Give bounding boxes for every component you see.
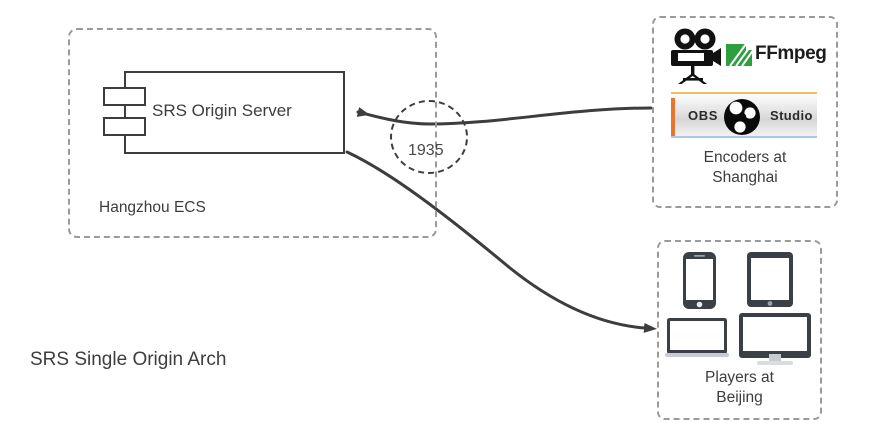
ffmpeg-logo: FFmpeg bbox=[724, 38, 827, 70]
diagram-title: SRS Single Origin Arch bbox=[30, 349, 227, 370]
player-devices-group bbox=[665, 252, 811, 365]
component-tab-lower bbox=[103, 117, 146, 136]
phone-icon bbox=[683, 252, 716, 309]
zone-players-label: Players at Beijing bbox=[657, 368, 822, 408]
movie-camera-icon bbox=[671, 28, 721, 84]
obs-label-right: Studio bbox=[770, 108, 813, 123]
ffmpeg-mark-icon bbox=[726, 43, 754, 67]
tablet-icon bbox=[747, 252, 793, 307]
obs-label-left: OBS bbox=[688, 108, 718, 123]
connector-origin-to-players bbox=[345, 150, 657, 333]
zone-players-beijing bbox=[657, 240, 822, 420]
obs-spiral-icon bbox=[724, 99, 760, 135]
srs-origin-server-component bbox=[124, 71, 345, 154]
srs-origin-server-label: SRS Origin Server bbox=[152, 101, 292, 120]
ffmpeg-wordmark-label: FFmpeg bbox=[755, 43, 827, 64]
zone-players-label-line2: Beijing bbox=[716, 388, 763, 406]
laptop-icon bbox=[665, 318, 729, 357]
zone-encoders-label: Encoders at Shanghai bbox=[652, 148, 838, 188]
zone-encoders-shanghai bbox=[652, 16, 838, 208]
zone-encoders-label-line2: Shanghai bbox=[712, 168, 778, 186]
zone-hangzhou-ecs-label: Hangzhou ECS bbox=[99, 199, 206, 216]
desktop-monitor-icon bbox=[739, 313, 811, 365]
zone-players-label-line1: Players at bbox=[705, 369, 774, 386]
port-circle bbox=[390, 100, 468, 174]
obs-accent-bar bbox=[671, 98, 675, 136]
zone-encoders-label-line1: Encoders at bbox=[703, 149, 787, 166]
port-number-label: 1935 bbox=[408, 142, 444, 159]
obs-studio-logo: OBS Studio bbox=[671, 92, 817, 138]
component-tab-upper bbox=[103, 87, 146, 106]
